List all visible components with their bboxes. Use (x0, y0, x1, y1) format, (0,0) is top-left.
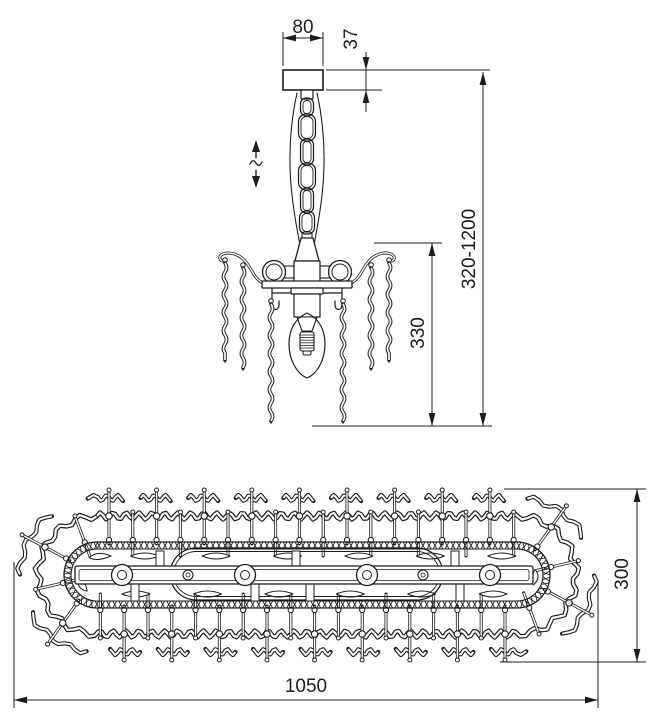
center-bar (74, 550, 534, 602)
hub-assembly (218, 237, 396, 311)
dimensions: 80 37 320-1200 330 300 1050 (13, 17, 646, 708)
side-view (218, 69, 396, 424)
bulb (288, 287, 326, 379)
dim-overall-length-label: 1050 (285, 676, 327, 697)
plan-spokes (19, 487, 595, 663)
dim-suspension-height-label: 320-1200 (459, 209, 480, 289)
dim-canopy-height-label: 37 (341, 28, 362, 49)
plan-view (15, 487, 599, 663)
canopy (282, 69, 324, 100)
dim-lines (13, 32, 646, 708)
dim-body-height-label: 330 (408, 317, 429, 349)
dim-canopy-width-label: 80 (292, 17, 313, 38)
chain (289, 92, 325, 248)
dim-overall-width-label: 300 (612, 558, 633, 590)
crystal-rods-side (221, 257, 393, 424)
height-adjust-arrows (249, 140, 263, 188)
